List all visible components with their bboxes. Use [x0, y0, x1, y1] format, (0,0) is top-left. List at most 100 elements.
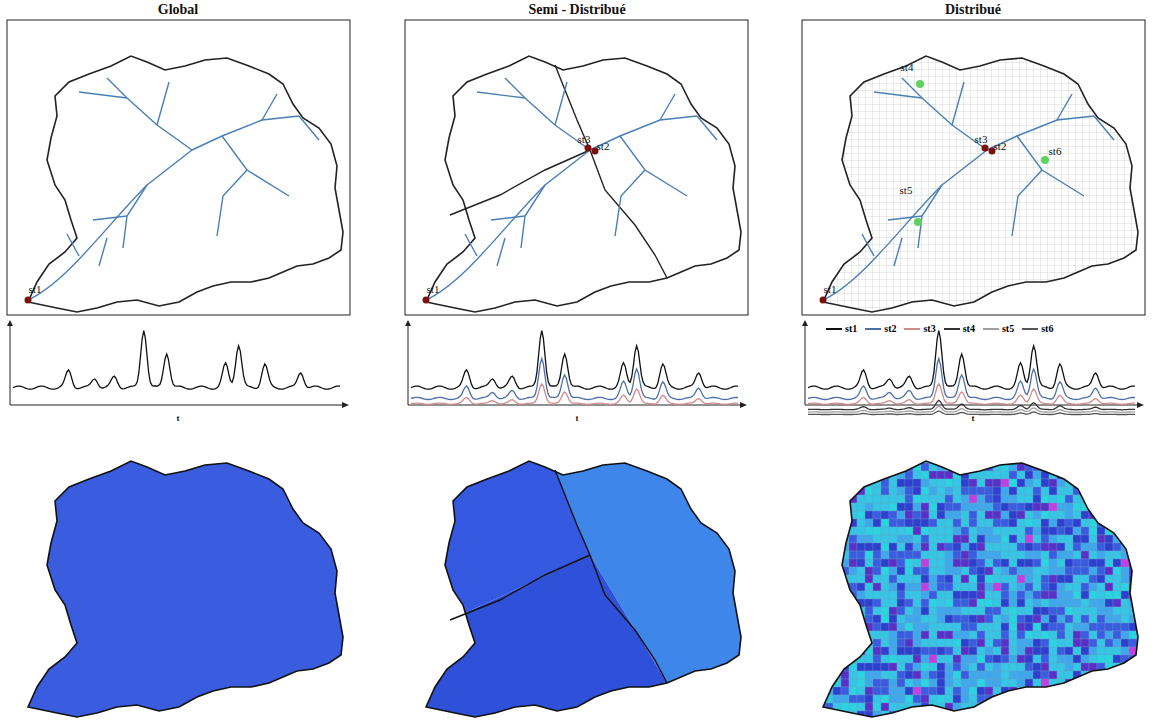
raster-cell	[961, 639, 969, 647]
raster-cell	[841, 679, 849, 687]
station-label: st1	[427, 284, 440, 295]
raster-cell	[817, 719, 825, 723]
raster-cell	[953, 719, 961, 723]
raster-cell	[945, 639, 953, 647]
raster-cell	[993, 655, 1001, 663]
raster-cell	[1113, 471, 1121, 479]
raster-cell	[1041, 519, 1049, 527]
raster-cell	[833, 535, 841, 543]
raster-cell	[929, 719, 937, 723]
raster-cell	[921, 463, 929, 471]
raster-cell	[1097, 455, 1105, 463]
raster-cell	[993, 519, 1001, 527]
raster-cell	[1033, 671, 1041, 679]
raster-cell	[1017, 631, 1025, 639]
raster-cell	[857, 535, 865, 543]
raster-cell	[1081, 559, 1089, 567]
raster-cell	[1025, 623, 1033, 631]
raster-cell	[1089, 463, 1097, 471]
raster-cell	[889, 607, 897, 615]
raster-cell	[945, 527, 953, 535]
raster-cell	[1073, 551, 1081, 559]
distributed-fill	[817, 455, 1145, 723]
raster-cell	[881, 687, 889, 695]
raster-cell	[889, 615, 897, 623]
raster-cell	[913, 615, 921, 623]
raster-cell	[1033, 575, 1041, 583]
semi-fill	[405, 425, 748, 720]
raster-cell	[969, 527, 977, 535]
raster-cell	[969, 671, 977, 679]
raster-cell	[833, 567, 841, 575]
raster-cell	[1081, 567, 1089, 575]
raster-cell	[1089, 455, 1097, 463]
raster-cell	[1001, 607, 1009, 615]
raster-cell	[873, 687, 881, 695]
raster-cell	[873, 591, 881, 599]
raster-cell	[1017, 567, 1025, 575]
raster-cell	[929, 575, 937, 583]
raster-cell	[945, 631, 953, 639]
raster-cell	[889, 551, 897, 559]
raster-cell	[1105, 687, 1113, 695]
raster-cell	[1073, 535, 1081, 543]
raster-cell	[1065, 687, 1073, 695]
raster-cell	[1113, 623, 1121, 631]
raster-cell	[1137, 575, 1145, 583]
raster-cell	[1097, 647, 1105, 655]
raster-cell	[1017, 559, 1025, 567]
raster-cell	[825, 655, 833, 663]
raster-cell	[1025, 519, 1033, 527]
raster-cell	[881, 703, 889, 711]
raster-cell	[1081, 455, 1089, 463]
raster-cell	[1041, 607, 1049, 615]
raster-cell	[1001, 559, 1009, 567]
raster-cell	[1017, 583, 1025, 591]
raster-cell	[817, 559, 825, 567]
raster-cell	[1041, 663, 1049, 671]
raster-cell	[1041, 719, 1049, 723]
raster-cell	[1129, 703, 1137, 711]
raster-cell	[1057, 455, 1065, 463]
raster-cell	[961, 615, 969, 623]
raster-cell	[897, 495, 905, 503]
raster-cell	[921, 615, 929, 623]
raster-cell	[1121, 487, 1129, 495]
raster-cell	[1105, 711, 1113, 719]
raster-cell	[953, 575, 961, 583]
raster-cell	[1121, 671, 1129, 679]
raster-cell	[1097, 607, 1105, 615]
raster-cell	[857, 583, 865, 591]
raster-cell	[1089, 711, 1097, 719]
raster-cell	[1129, 687, 1137, 695]
raster-cell	[1065, 703, 1073, 711]
raster-cell	[977, 615, 985, 623]
raster-cell	[913, 663, 921, 671]
raster-cell	[825, 647, 833, 655]
legend-line-sample	[826, 327, 842, 331]
raster-cell	[1097, 479, 1105, 487]
raster-cell	[1033, 527, 1041, 535]
raster-cell	[1009, 671, 1017, 679]
raster-cell	[945, 695, 953, 703]
raster-cell	[1025, 719, 1033, 723]
raster-cell	[993, 719, 1001, 723]
raster-cell	[897, 583, 905, 591]
raster-cell	[1025, 487, 1033, 495]
raster-cell	[833, 655, 841, 663]
raster-cell	[961, 455, 969, 463]
raster-cell	[873, 663, 881, 671]
raster-cell	[1057, 623, 1065, 631]
raster-cell	[1081, 631, 1089, 639]
raster-cell	[969, 455, 977, 463]
raster-cell	[937, 519, 945, 527]
raster-cell	[1081, 527, 1089, 535]
raster-cell	[1057, 551, 1065, 559]
raster-cell	[833, 455, 841, 463]
raster-cell	[945, 495, 953, 503]
raster-cell	[937, 687, 945, 695]
raster-cell	[825, 671, 833, 679]
raster-cell	[993, 607, 1001, 615]
raster-cell	[969, 551, 977, 559]
raster-cell	[1121, 463, 1129, 471]
